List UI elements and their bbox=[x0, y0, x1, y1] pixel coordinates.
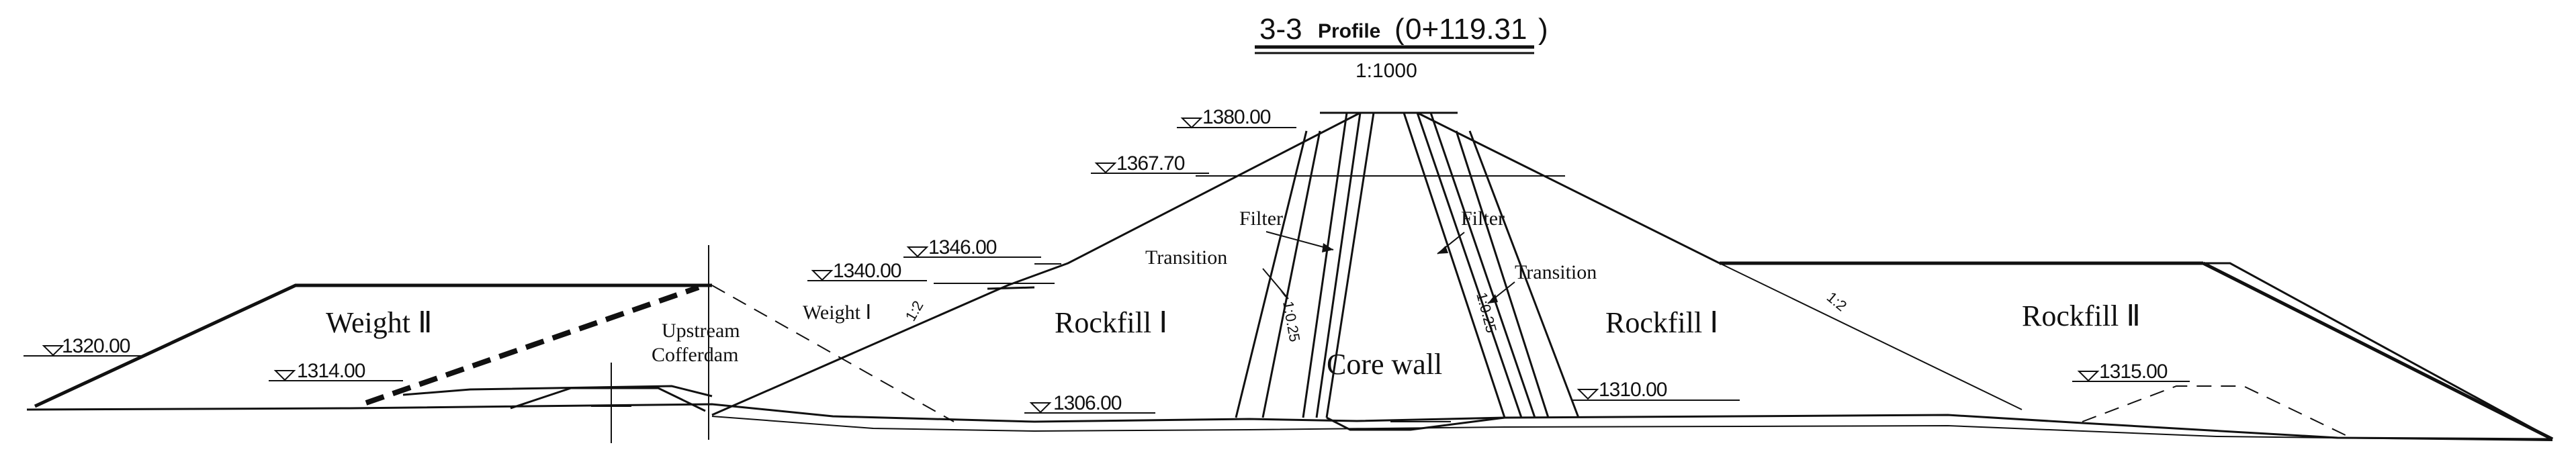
core-down-face bbox=[1403, 112, 1506, 418]
weight2-outline bbox=[34, 283, 712, 408]
transition-down-outer bbox=[1468, 130, 1580, 418]
filter-down-line-a bbox=[1416, 112, 1523, 418]
core-up-face bbox=[1325, 112, 1375, 418]
zone-labels: Weight Ⅱ Upstream Cofferdam Weight Ⅰ Roc… bbox=[326, 207, 2141, 381]
elevation-triangle-icon bbox=[1576, 389, 1599, 400]
weight1-berm bbox=[987, 286, 1035, 290]
title-block: 3-3 Profile ( 0+119.31 ) 1:1000 bbox=[1255, 13, 1548, 82]
section-number: 3-3 bbox=[1259, 13, 1302, 46]
elevation-cofferdam-top: 1346.00 bbox=[903, 236, 1041, 259]
transition-down-inner bbox=[1455, 130, 1550, 418]
core-foundation bbox=[1326, 416, 1505, 431]
filter-down-line-b bbox=[1429, 112, 1536, 418]
elevation-downstream-toe-value: 1315.00 bbox=[2099, 361, 2168, 383]
elevation-triangle-icon bbox=[1094, 162, 1117, 174]
ground-line-lower bbox=[711, 416, 2553, 441]
label-cofferdam-line2: Cofferdam bbox=[652, 344, 738, 366]
transition-up-outer bbox=[1235, 130, 1308, 418]
label-weight2-upstream: Weight Ⅱ bbox=[326, 306, 433, 339]
elevation-upstream-toe: 1314.00 bbox=[269, 360, 403, 382]
profile-station: 0+119.31 bbox=[1405, 13, 1527, 46]
elevation-triangle-icon bbox=[906, 246, 929, 258]
elevation-triangle-icon bbox=[273, 370, 296, 381]
foundation-line bbox=[26, 403, 2553, 441]
elevation-weight1: 1340.00 bbox=[807, 260, 927, 282]
cofferdam-liner-dashed bbox=[365, 285, 700, 406]
arrowhead-icon bbox=[1280, 290, 1288, 299]
elevation-downstream-ground: 1310.00 bbox=[1572, 379, 1740, 401]
elevation-triangle-icon bbox=[42, 345, 64, 357]
elevation-markers: 1380.00 1367.70 1346.00 1340.00 1320.00 … bbox=[24, 106, 2190, 414]
elevation-upstream-toe-value: 1314.00 bbox=[297, 360, 365, 382]
elevation-foundation-value: 1306.00 bbox=[1053, 392, 1122, 414]
leader-arrows bbox=[1262, 231, 1515, 304]
slope-downstream: 1:2 bbox=[1824, 289, 1851, 315]
transition-up-inner bbox=[1261, 130, 1321, 418]
filter-up-line-a bbox=[1302, 112, 1348, 418]
cofferdam-downstream-slope bbox=[711, 285, 954, 422]
core-zones bbox=[1235, 112, 1580, 431]
elevation-weight1-value: 1340.00 bbox=[833, 260, 901, 282]
label-weight1: Weight Ⅰ bbox=[803, 301, 871, 324]
main-dam bbox=[711, 111, 2554, 441]
elevation-berm: 1367.70 bbox=[1091, 152, 1209, 175]
label-cofferdam-line1: Upstream bbox=[662, 320, 740, 342]
arrowhead-icon bbox=[1322, 243, 1333, 252]
arrowhead-icon bbox=[1437, 246, 1448, 254]
elevation-weight2: 1320.00 bbox=[24, 335, 141, 357]
elevation-triangle-icon bbox=[1180, 118, 1203, 129]
scale-label: 1:1000 bbox=[1356, 60, 1417, 82]
elevation-foundation-center: 1306.00 bbox=[1024, 392, 1155, 414]
label-transition-downstream: Transition bbox=[1515, 261, 1597, 283]
label-rockfill-downstream: Rockfill Ⅰ bbox=[1605, 306, 1718, 339]
label-filter-upstream: Filter bbox=[1239, 207, 1283, 230]
profile-label: Profile bbox=[1318, 20, 1380, 42]
label-core-wall: Core wall bbox=[1327, 348, 1442, 381]
slope-core-upstream: 1:0.25 bbox=[1280, 300, 1303, 344]
arrowhead-icon bbox=[1488, 294, 1498, 303]
elevation-crest-value: 1380.00 bbox=[1202, 106, 1271, 128]
leader-transition-up bbox=[1262, 268, 1289, 299]
elevation-downstream-value: 1310.00 bbox=[1599, 379, 1667, 401]
elevation-triangle-icon bbox=[811, 270, 834, 281]
label-rockfill-upstream: Rockfill Ⅰ bbox=[1055, 306, 1167, 339]
elevation-cofferdam-value: 1346.00 bbox=[928, 236, 997, 259]
slope-upstream: 1:2 bbox=[902, 298, 927, 324]
leader-filter-up bbox=[1265, 231, 1334, 250]
label-transition-upstream: Transition bbox=[1145, 246, 1227, 269]
rockfill-boundary bbox=[1719, 263, 2023, 410]
elevation-triangle-icon bbox=[2077, 371, 2100, 382]
elevation-downstream-toe: 1315.00 bbox=[2072, 361, 2190, 383]
elevation-weight2-value: 1320.00 bbox=[62, 335, 130, 357]
downstream-cofferdam bbox=[2082, 385, 2352, 438]
label-rockfill2: Rockfill Ⅱ bbox=[2022, 299, 2141, 332]
upstream-berm bbox=[510, 387, 706, 412]
label-filter-downstream: Filter bbox=[1461, 207, 1505, 230]
rockfill2-slope bbox=[2202, 261, 2554, 441]
upstream-weight-zone bbox=[34, 245, 954, 443]
filter-up-line-b bbox=[1315, 112, 1362, 418]
profile-station-open: ( bbox=[1394, 13, 1405, 46]
elevation-crest: 1380.00 bbox=[1177, 106, 1296, 129]
profile-station-close: ) bbox=[1538, 13, 1548, 46]
ground-line bbox=[26, 403, 2553, 440]
elevation-triangle-icon bbox=[1029, 402, 1052, 414]
elevation-berm-value: 1367.70 bbox=[1116, 152, 1185, 175]
